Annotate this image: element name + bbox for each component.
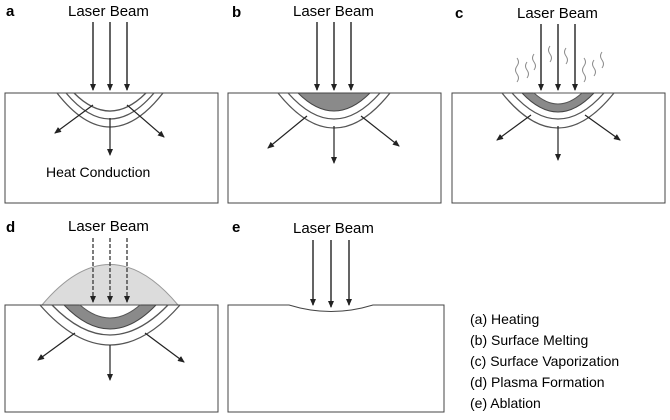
panel-a-laser-arrows — [90, 22, 130, 91]
panel-c-beam-label: Laser Beam — [517, 5, 598, 22]
panel-d-heat-arrows — [37, 332, 185, 381]
panel-e: e Laser Beam — [227, 219, 445, 413]
legend-item-ablation: (e) Ablation — [470, 395, 541, 411]
panel-d-plasma-cloud — [40, 264, 180, 306]
panel-b-laser-arrows — [314, 22, 354, 91]
panel-e-letter: e — [232, 219, 240, 236]
legend-item-surface-vaporization: (c) Surface Vaporization — [470, 353, 619, 369]
panel-c-heat-arrows — [496, 114, 621, 161]
legend-item-heating: (a) Heating — [470, 311, 539, 327]
panel-b-beam-label: Laser Beam — [293, 3, 374, 20]
panel-d-beam-label: Laser Beam — [68, 218, 149, 235]
panel-e-beam-label: Laser Beam — [293, 220, 374, 237]
stage-legend: (a) Heating (b) Surface Melting (c) Surf… — [470, 311, 619, 411]
legend-item-plasma-formation: (d) Plasma Formation — [470, 374, 605, 390]
panel-b: b Laser Beam — [227, 3, 442, 204]
panel-c-vapor-cavity — [532, 92, 584, 105]
panel-c-letter: c — [455, 5, 463, 22]
panel-a-heat-arrows — [54, 104, 165, 156]
panel-c-laser-arrows — [538, 24, 578, 91]
panel-a-heat-conduction-label: Heat Conduction — [46, 164, 150, 180]
panel-b-heat-arrows — [267, 115, 400, 164]
panel-d-vapor-cavity — [78, 304, 142, 319]
panel-d-laser-arrows — [90, 238, 130, 303]
legend-item-surface-melting: (b) Surface Melting — [470, 332, 588, 348]
panel-d-letter: d — [6, 219, 15, 236]
panel-e-ablated-substrate — [227, 304, 445, 413]
panel-a: a Laser Beam Heat Conduction — [4, 3, 219, 204]
panel-c-vapor-plume — [515, 45, 604, 83]
panel-d: d Laser Beam — [4, 218, 219, 413]
panel-a-letter: a — [6, 3, 15, 20]
panel-a-substrate — [4, 92, 219, 204]
panel-b-letter: b — [232, 4, 241, 21]
panel-a-beam-label: Laser Beam — [68, 3, 149, 20]
panel-e-laser-arrows — [310, 240, 352, 308]
panel-b-molten-pool — [296, 92, 372, 112]
panel-c: c Laser Beam — [451, 5, 666, 204]
